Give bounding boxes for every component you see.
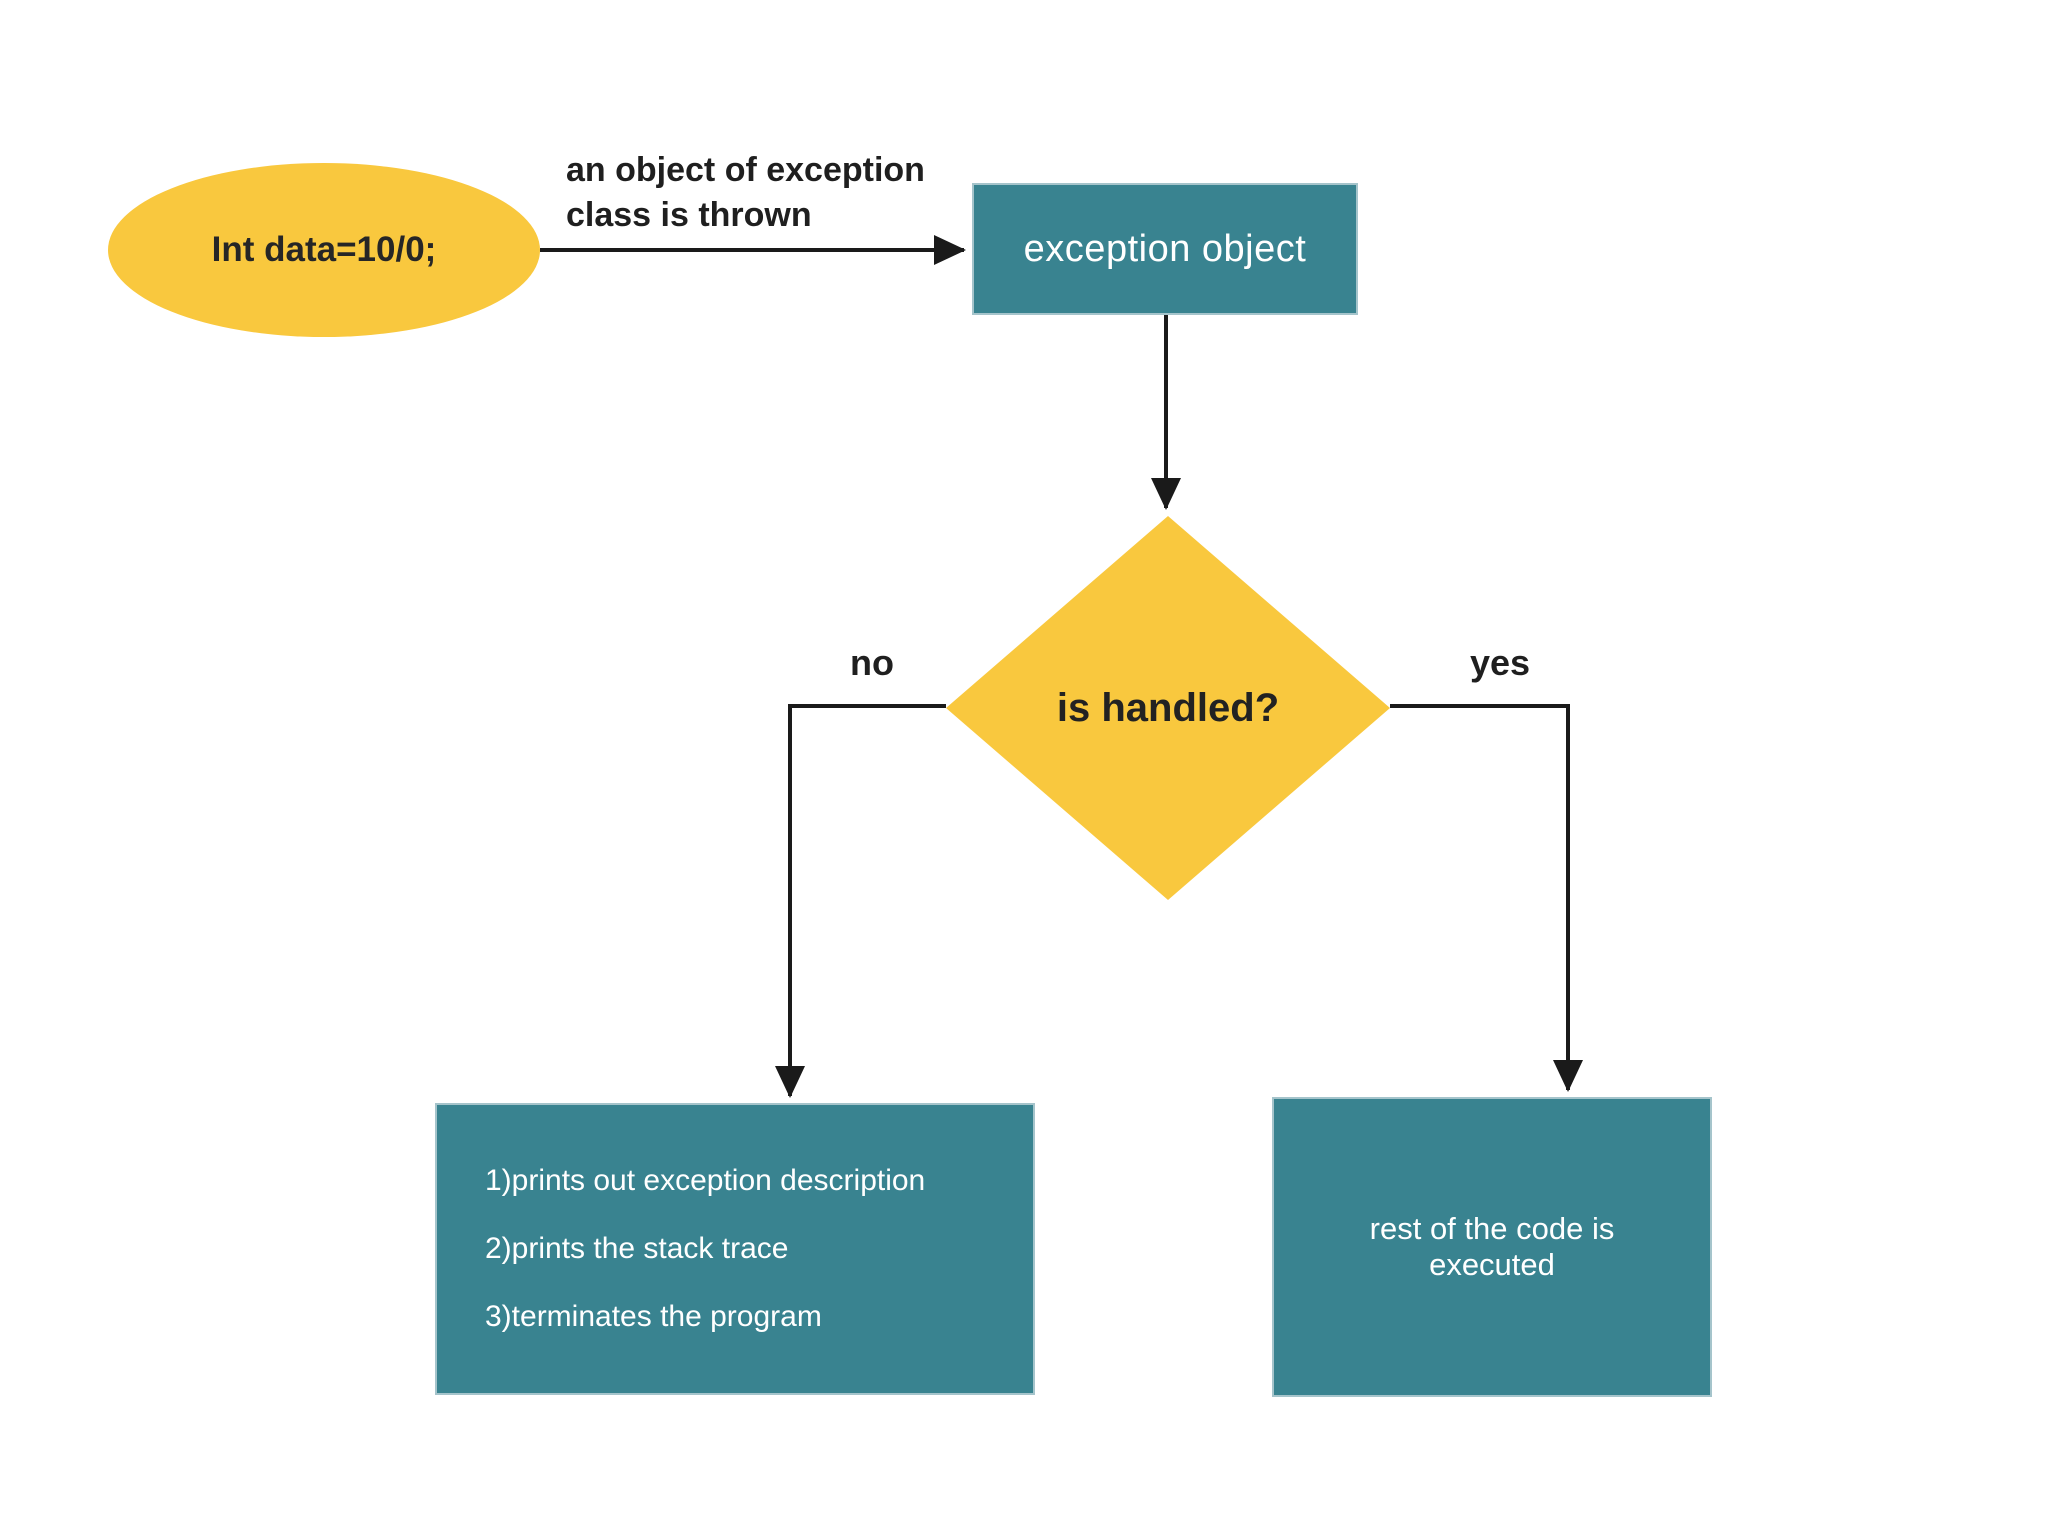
not-handled-result-box: 1)prints out exception description 2)pri…: [435, 1103, 1035, 1395]
not-handled-line-1: 1)prints out exception description: [485, 1164, 926, 1197]
edge-label-thrown: an object of exception class is thrown: [566, 151, 925, 234]
start-node-ellipse: Int data=10/0;: [108, 163, 540, 337]
handled-label: rest of the code is executed: [1369, 1211, 1615, 1282]
not-handled-line-2: 2)prints the stack trace: [485, 1232, 789, 1265]
exception-object-node: exception object: [972, 183, 1358, 315]
arrow-decision-no-branch: [775, 704, 946, 1098]
decision-label: is handled?: [1056, 685, 1280, 730]
edge-label-no: no: [850, 642, 894, 683]
start-node-label: Int data=10/0;: [211, 230, 437, 269]
handled-result-box: rest of the code is executed: [1272, 1097, 1712, 1397]
arrow-decision-yes-branch: [1390, 704, 1583, 1092]
exception-object-label: exception object: [1023, 227, 1307, 270]
not-handled-line-3: 3)terminates the program: [485, 1300, 822, 1333]
edge-label-yes: yes: [1469, 642, 1531, 683]
